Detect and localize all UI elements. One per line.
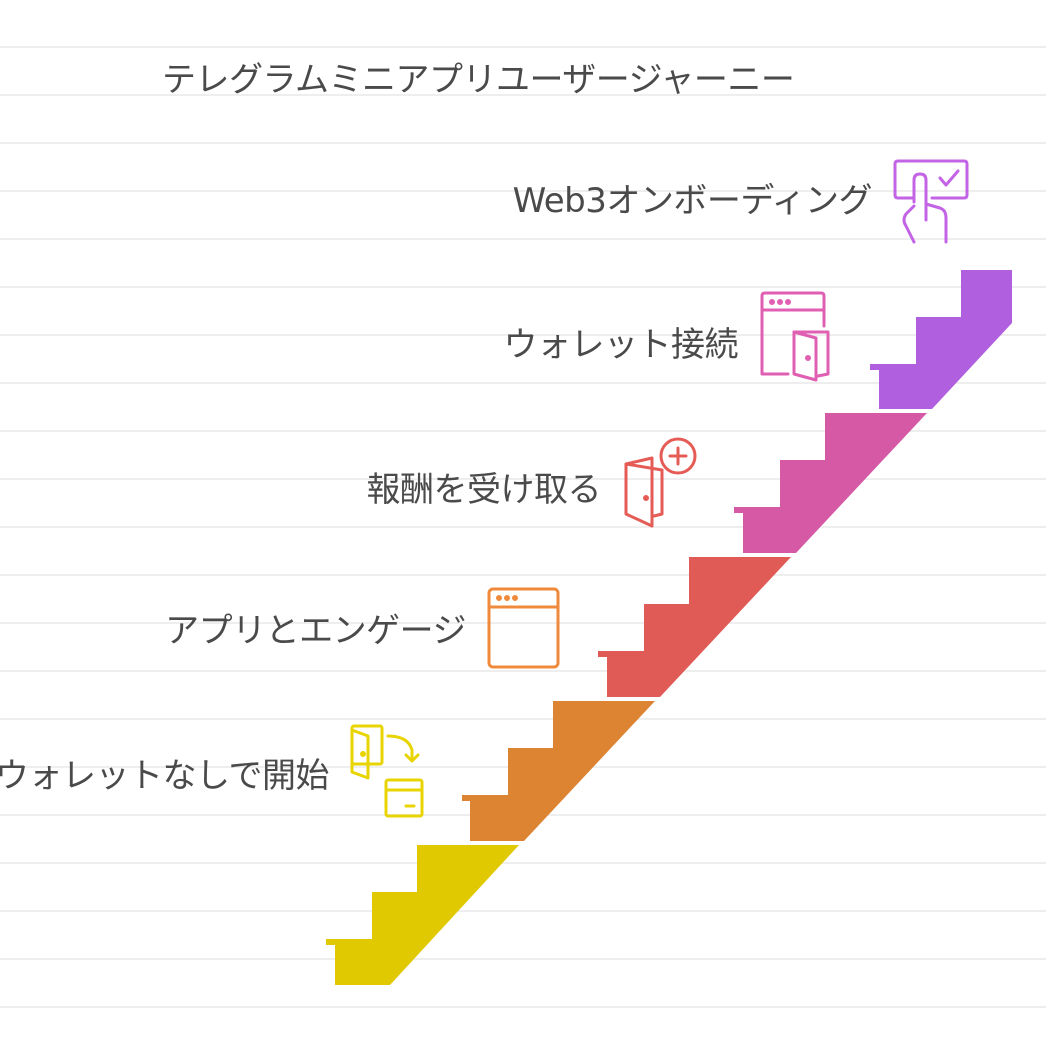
step-label-connect-wallet: ウォレット接続	[503, 325, 739, 365]
step-label-receive-rewards: 報酬を受け取る	[366, 470, 602, 510]
step-label-engage-with-app: アプリとエンゲージ	[165, 611, 466, 651]
page-title: テレグラムミニアプリユーザージャーニー	[162, 60, 795, 100]
stair-segment-engage-with-app	[462, 701, 655, 841]
stair-segment-start-without-wallet	[326, 845, 519, 985]
wallet-add-icon	[624, 437, 697, 528]
wallet-swap-icon	[350, 724, 424, 818]
wallet-connect-window-icon	[760, 291, 830, 382]
step-label-web3-onboarding: Web3オンボーディング	[512, 181, 873, 221]
step-label-start-without-wallet: ウォレットなしで開始	[0, 756, 329, 796]
app-window-icon	[487, 587, 560, 669]
stair-segment-connect-wallet	[734, 413, 927, 553]
stair-segment-web3-onboarding	[870, 270, 1012, 409]
stair-segment-receive-rewards	[598, 557, 791, 697]
hand-click-check-icon	[893, 159, 969, 244]
